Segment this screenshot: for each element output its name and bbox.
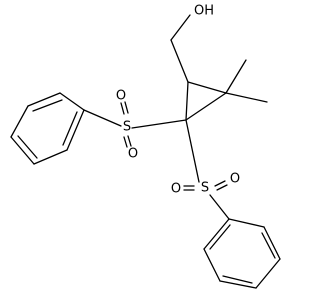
lower-sulfur-label: S (201, 181, 209, 196)
cyclopropane-ring (185, 81, 227, 121)
left-phenyl-ring (10, 92, 85, 165)
left-sulfonyl-oxygen-top-label: O (116, 89, 126, 104)
lower-sulfonyl-oxygen-left-label: O (171, 182, 181, 197)
left-sulfonyl-oxygen-bottom-label: O (128, 147, 138, 162)
gem-dimethyl (225, 59, 268, 103)
lower-phenyl-ring (203, 218, 281, 289)
molecule-structure: OH S O O S O O (10, 4, 281, 289)
hydroxyl-label: OH (194, 4, 214, 19)
left-sulfur-label: S (123, 120, 131, 135)
lower-sulfonyl-oxygen-right-label: O (230, 172, 240, 187)
lower-sulfonyl-group (183, 119, 230, 220)
hydroxymethyl-group (170, 14, 191, 83)
left-sulfonyl-group (83, 101, 187, 148)
